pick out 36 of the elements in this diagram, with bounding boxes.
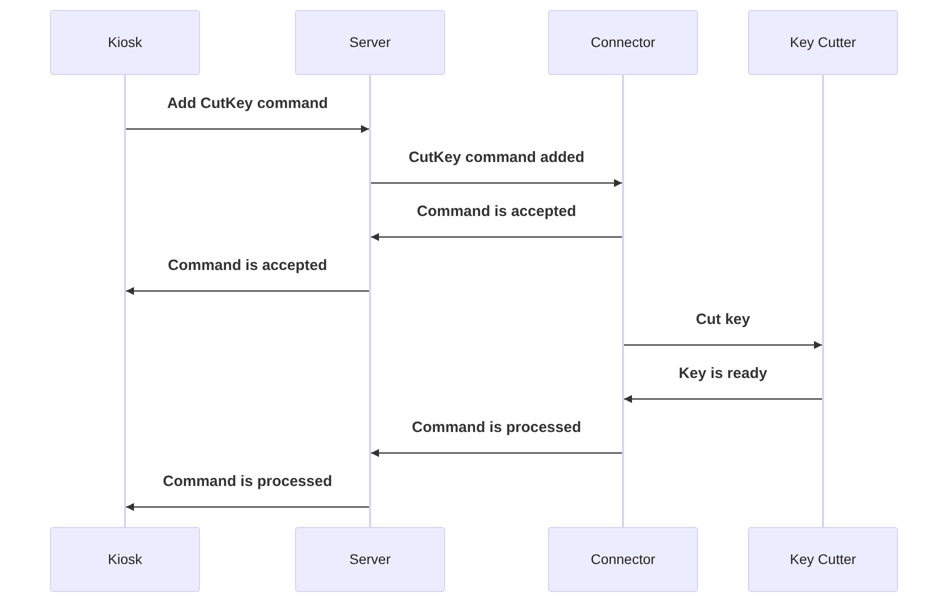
edge-label: CutKey command added — [408, 148, 584, 168]
edge-label: Key is ready — [678, 364, 768, 384]
edge-label: Add CutKey command — [167, 94, 328, 114]
actor-name: Kiosk — [108, 33, 142, 52]
actor-box — [50, 527, 200, 592]
actor-name: Server — [349, 550, 391, 569]
actor-box — [548, 527, 698, 592]
lifeline — [124, 75, 126, 527]
edge-label: Command is accepted — [416, 202, 576, 222]
message-arrow — [624, 341, 822, 349]
actor-box — [50, 10, 200, 75]
edge-label: Command is processed — [162, 472, 332, 492]
lifeline — [622, 75, 624, 527]
actor-box — [295, 527, 445, 592]
actor-name: Key Cutter — [790, 550, 856, 569]
actor-box — [548, 10, 698, 75]
message-arrow — [126, 503, 369, 511]
actor-box — [295, 10, 445, 75]
message-arrow — [371, 233, 622, 241]
lifeline — [369, 75, 371, 527]
actor-name: Server — [349, 33, 391, 52]
lifeline — [822, 75, 824, 527]
message-arrow — [126, 125, 369, 133]
message-arrow — [624, 395, 822, 403]
edge-label: Command is accepted — [168, 256, 328, 276]
message-arrow — [371, 179, 622, 187]
actor-box — [748, 527, 898, 592]
actor-box — [748, 10, 898, 75]
actor-name: Connector — [590, 33, 656, 52]
edge-label: Cut key — [696, 310, 750, 330]
actor-name: Kiosk — [108, 550, 142, 569]
edge-label: Command is processed — [412, 418, 582, 438]
actor-name: Key Cutter — [790, 33, 856, 52]
message-arrow — [126, 287, 369, 295]
message-arrow — [371, 449, 622, 457]
actor-name: Connector — [590, 550, 656, 569]
